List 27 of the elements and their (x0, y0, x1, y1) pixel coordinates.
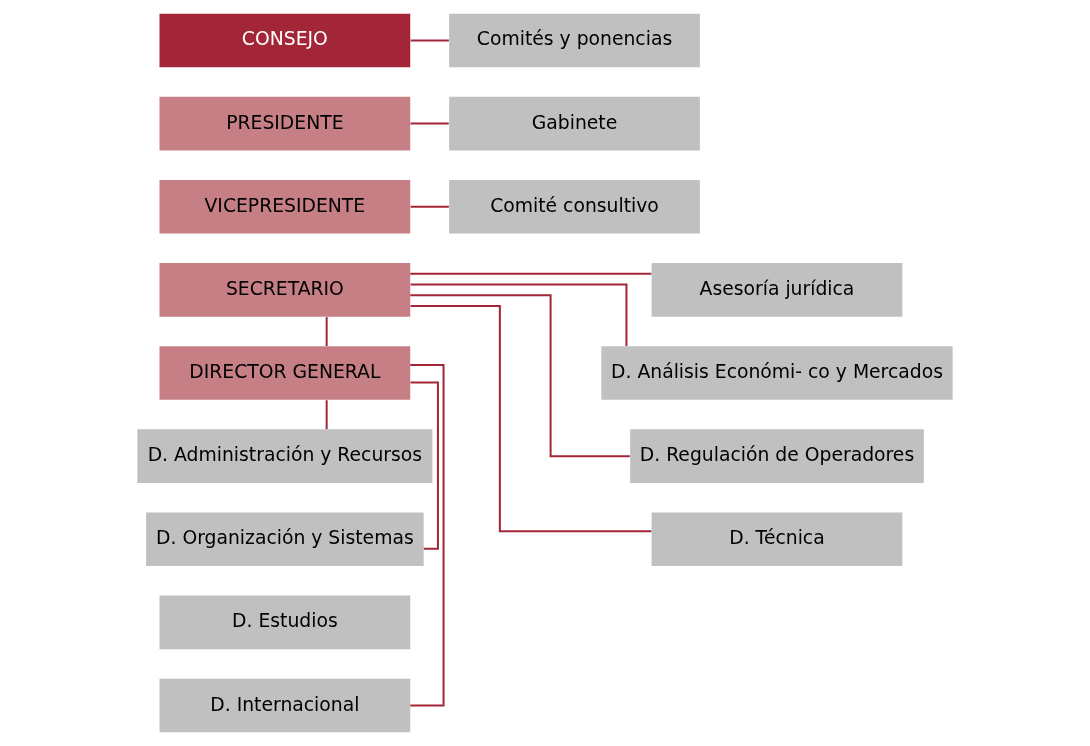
node-box: DIRECTOR GENERAL (159, 346, 411, 400)
node-box: D. Administración y Recursos (137, 429, 433, 483)
node-box: Comités y ponencias (449, 13, 700, 68)
connector (410, 205, 449, 208)
connector (410, 363, 445, 707)
connector (410, 272, 652, 275)
node-box: PRESIDENTE (159, 96, 411, 151)
node-box: CONSEJO (159, 13, 411, 68)
node-box: Asesoría jurídica (651, 263, 903, 317)
connector (410, 283, 628, 346)
connector (410, 304, 652, 533)
node-box: Comité consultivo (449, 179, 700, 234)
connector (325, 317, 328, 346)
node-box: SECRETARIO (159, 263, 411, 317)
node-box: D. Organización y Sistemas (146, 512, 424, 567)
connector (325, 400, 328, 430)
node-box: D. Análisis Económi- co y Mercados (601, 346, 953, 400)
connector (410, 39, 449, 42)
node-box: D. Técnica (651, 512, 903, 567)
node-box: D. Estudios (159, 595, 411, 650)
connector (410, 294, 630, 458)
node-box: Gabinete (449, 96, 700, 151)
node-box: D. Regulación de Operadores (630, 429, 924, 483)
node-box: D. Internacional (159, 678, 411, 733)
connector (410, 381, 439, 550)
node-box: VICEPRESIDENTE (159, 179, 411, 234)
connector (410, 122, 449, 125)
